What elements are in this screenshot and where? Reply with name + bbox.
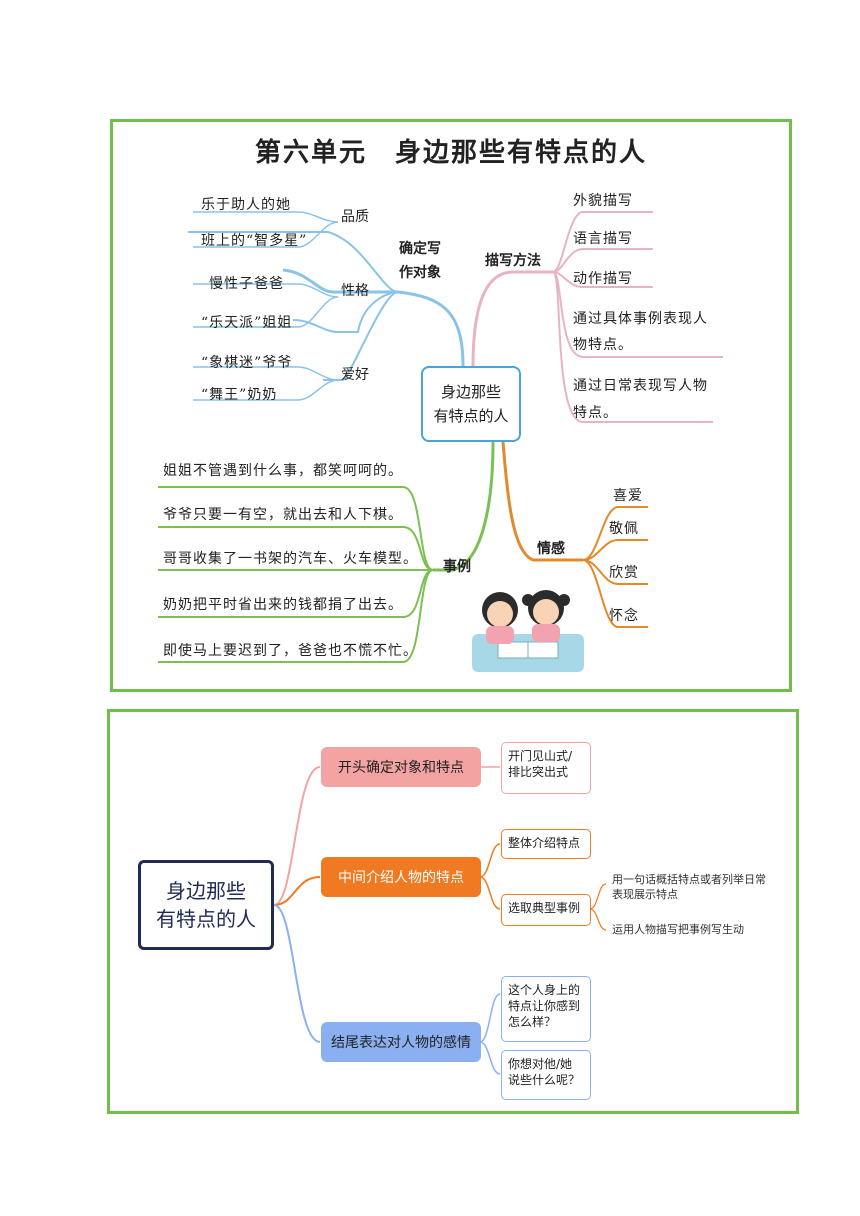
group-label-personality: 性格 xyxy=(341,283,369,299)
object-item: 班上的“智多星” xyxy=(201,233,308,249)
branch-label-emotion: 情感 xyxy=(537,541,565,557)
center-node-2-line1: 身边那些 xyxy=(166,879,246,903)
ending-node: 结尾表达对人物的感情 xyxy=(321,1022,481,1062)
emotion-item: 敬佩 xyxy=(609,521,639,537)
map2-connectors xyxy=(273,766,607,1075)
example-item: 哥哥收集了一书架的汽车、火车模型。 xyxy=(163,551,418,567)
branch-label-object-line1: 确定写 xyxy=(399,241,441,257)
example-item: 即使马上要迟到了，爸爸也不慌不忙。 xyxy=(163,643,418,659)
emotion-item: 喜爱 xyxy=(613,488,643,504)
object-item: “乐天派”姐姐 xyxy=(201,315,293,331)
example-detail-summary: 用一句话概括特点或者列举日常表现展示特点 xyxy=(612,873,766,901)
method-item: 语言描写 xyxy=(573,231,633,247)
method-item: 通过具体事例表现人 xyxy=(573,311,708,327)
example-item: 爷爷只要一有空，就出去和人下棋。 xyxy=(163,507,403,523)
opening-node: 开头确定对象和特点 xyxy=(321,747,481,787)
object-item: 慢性子爸爸 xyxy=(209,276,284,292)
opening-detail: 开门见山式/排比突出式 xyxy=(501,742,591,794)
middle-sub-examples: 选取典型事例 xyxy=(501,894,591,926)
map-title: 第六单元 身边那些有特点的人 xyxy=(254,138,647,168)
ending-detail-message: 你想对他/她说些什么呢？ xyxy=(501,1050,591,1100)
emotion-item: 欣赏 xyxy=(609,565,639,581)
ending-detail-feeling: 这个人身上的特点让你感到怎么样？ xyxy=(501,976,591,1042)
mind-map-panel-2: 身边那些 有特点的人 开头确定对象和特点 中间介绍人物的特点 结尾表达对人物的感… xyxy=(107,709,799,1114)
emotion-item: 怀念 xyxy=(609,608,639,624)
center-node-line2: 有特点的人 xyxy=(433,407,509,425)
object-item: “象棋迷”爷爷 xyxy=(201,355,293,371)
object-item: “舞王”奶奶 xyxy=(201,387,278,403)
method-item: 通过日常表现写人物 xyxy=(573,378,708,394)
branch-label-method: 描写方法 xyxy=(485,253,541,269)
middle-node: 中间介绍人物的特点 xyxy=(321,857,481,897)
example-item: 姐姐不管遇到什么事，都笑呵呵的。 xyxy=(163,463,403,479)
example-item: 奶奶把平时省出来的钱都捐了出去。 xyxy=(163,597,403,613)
center-node-2: 身边那些 有特点的人 xyxy=(138,860,274,950)
center-node-1: 身边那些 有特点的人 xyxy=(421,366,521,442)
object-item: 乐于助人的她 xyxy=(201,197,291,213)
method-item: 动作描写 xyxy=(573,271,633,287)
example-detail-description: 运用人物描写把事例写生动 xyxy=(612,923,744,936)
mind-map-panel-1: 第六单元 身边那些有特点的人 xyxy=(110,119,792,692)
group-label-hobby: 爱好 xyxy=(341,367,369,383)
method-item: 外貌描写 xyxy=(573,193,633,209)
center-node-2-line2: 有特点的人 xyxy=(156,907,256,931)
method-item: 特点。 xyxy=(573,405,618,421)
method-item: 物特点。 xyxy=(573,337,633,353)
center-node-line1: 身边那些 xyxy=(440,383,501,401)
middle-sub-overall: 整体介绍特点 xyxy=(501,829,591,859)
branch-label-example: 事例 xyxy=(443,559,471,575)
map1-connectors xyxy=(158,211,723,663)
group-label-quality: 品质 xyxy=(341,209,369,225)
kids-reading-illustration xyxy=(472,590,584,672)
branch-label-object-line2: 作对象 xyxy=(399,265,441,281)
